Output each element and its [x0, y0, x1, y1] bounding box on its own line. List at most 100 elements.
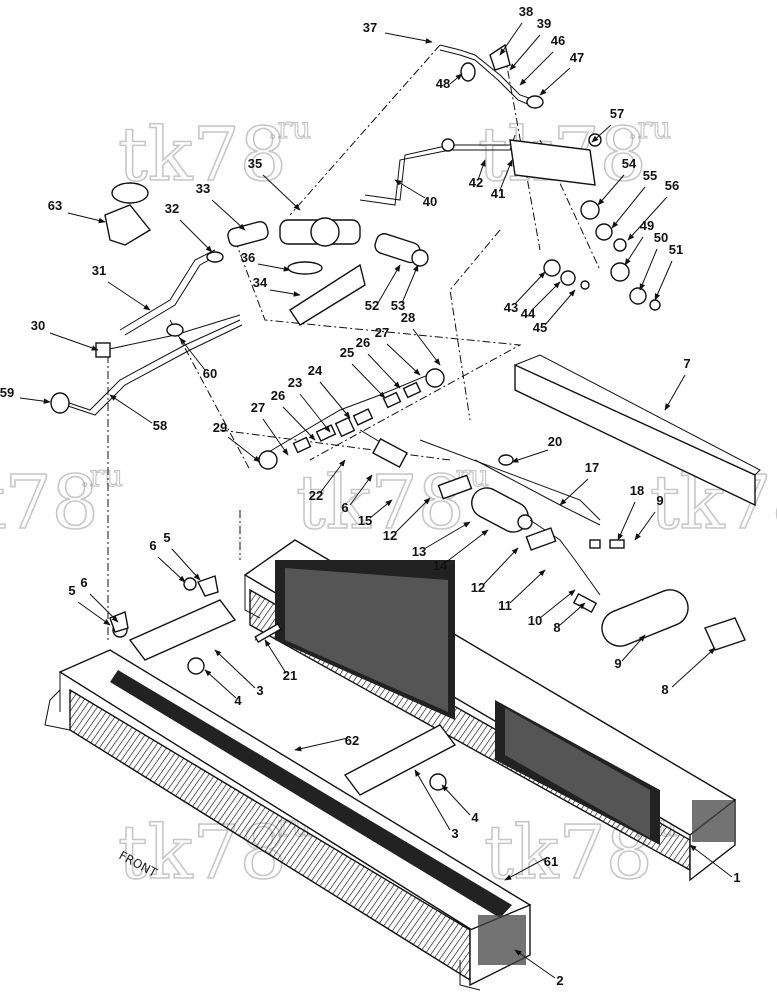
callout-leader	[591, 124, 612, 143]
callout-label: 54	[622, 156, 637, 171]
callout-label: 24	[308, 363, 323, 378]
watermark-1: tk78 .ru	[117, 110, 312, 198]
callout-59: 59	[0, 385, 51, 404]
callout-leader	[394, 497, 431, 534]
callout-61: 61	[504, 854, 558, 881]
callout-1: 1	[689, 844, 741, 885]
callout-30: 30	[31, 318, 99, 351]
callout-label: 36	[241, 250, 255, 265]
callout-label: 5	[68, 583, 75, 598]
callout-38: 38	[499, 4, 533, 56]
callout-27: 27	[251, 400, 289, 456]
callout-label: 47	[570, 50, 584, 65]
callout-leader	[262, 174, 301, 211]
callout-leader	[671, 647, 716, 688]
callout-10: 10	[528, 589, 576, 628]
callout-leader	[384, 32, 433, 44]
callout-label: 57	[610, 106, 624, 121]
callout-9: 9	[634, 493, 664, 541]
callout-label: 34	[253, 275, 268, 290]
callout-11: 11	[498, 569, 546, 613]
callout-leader	[67, 212, 106, 224]
callout-26: 26	[356, 335, 401, 389]
upper-piping	[50, 43, 661, 521]
fittings-middle	[254, 368, 625, 644]
callout-label: 61	[544, 854, 558, 869]
callout-leader	[611, 186, 646, 229]
callout-leader	[539, 589, 576, 619]
callout-label: 56	[665, 178, 679, 193]
callout-leader	[109, 394, 153, 424]
callout-34: 34	[253, 275, 301, 297]
callout-label: 43	[504, 300, 518, 315]
callout-leader	[441, 784, 471, 816]
callout-leader	[401, 264, 419, 304]
callout-leader	[449, 73, 463, 85]
callout-label: 8	[661, 682, 668, 697]
callout-leader	[89, 593, 119, 623]
callout-leader	[107, 281, 151, 311]
callout-leader	[319, 381, 351, 419]
callout-label: 25	[340, 345, 354, 360]
callout-label: 6	[80, 575, 87, 590]
callout-label: 26	[271, 388, 285, 403]
callout-44: 44	[521, 281, 561, 321]
callout-label: 58	[153, 418, 167, 433]
callout-leader	[227, 436, 261, 463]
callout-label: 49	[640, 218, 654, 233]
callout-24: 24	[308, 363, 351, 419]
watermark-suffix: .ru	[628, 111, 671, 146]
callout-label: 46	[551, 33, 565, 48]
callout-8: 8	[661, 647, 716, 697]
callout-leader	[49, 332, 99, 351]
callout-leader	[499, 22, 523, 56]
callout-3: 3	[414, 769, 459, 841]
callout-12: 12	[471, 547, 519, 595]
callout-label: 45	[533, 320, 547, 335]
callout-14: 14	[433, 529, 489, 573]
callout-22: 22	[309, 459, 346, 503]
callout-leader	[689, 844, 733, 878]
callout-23: 23	[288, 375, 331, 433]
callout-57: 57	[591, 106, 624, 143]
callout-leader	[204, 669, 237, 699]
callout-8: 8	[553, 602, 586, 635]
callout-47: 47	[539, 50, 584, 96]
callout-label: 60	[203, 366, 217, 381]
callout-leader	[214, 649, 256, 689]
callout-leader	[634, 511, 656, 541]
callout-label: 40	[423, 194, 437, 209]
callout-leader	[597, 174, 625, 206]
callout-40: 40	[394, 179, 437, 209]
callout-18: 18	[617, 483, 644, 541]
callout-label: 6	[149, 538, 156, 553]
callout-leader	[367, 353, 401, 389]
watermark-text: tk78	[296, 460, 465, 546]
callout-label: 59	[0, 385, 14, 400]
callout-label: 22	[309, 488, 323, 503]
callout-label: 38	[519, 4, 533, 19]
callout-6: 6	[341, 474, 373, 515]
callout-label: 9	[656, 493, 663, 508]
callout-5: 5	[68, 583, 111, 626]
callout-label: 3	[451, 826, 458, 841]
callout-leader	[294, 737, 349, 752]
callout-leader	[624, 236, 644, 266]
callout-55: 55	[611, 168, 657, 229]
callout-label: 28	[401, 310, 415, 325]
callout-leader	[369, 499, 393, 519]
callout-37: 37	[363, 20, 433, 44]
lower-condenser-coil	[44, 649, 532, 991]
callout-label: 4	[471, 810, 479, 825]
callout-7: 7	[664, 356, 691, 411]
callout-leader	[179, 219, 213, 253]
callout-label: 63	[48, 198, 62, 213]
callout-label: 23	[288, 375, 302, 390]
callout-leader	[257, 263, 291, 272]
callout-label: 10	[528, 613, 542, 628]
callout-63: 63	[48, 198, 106, 224]
callout-label: 13	[412, 544, 426, 559]
callout-60: 60	[179, 337, 217, 381]
callout-48: 48	[436, 73, 463, 91]
